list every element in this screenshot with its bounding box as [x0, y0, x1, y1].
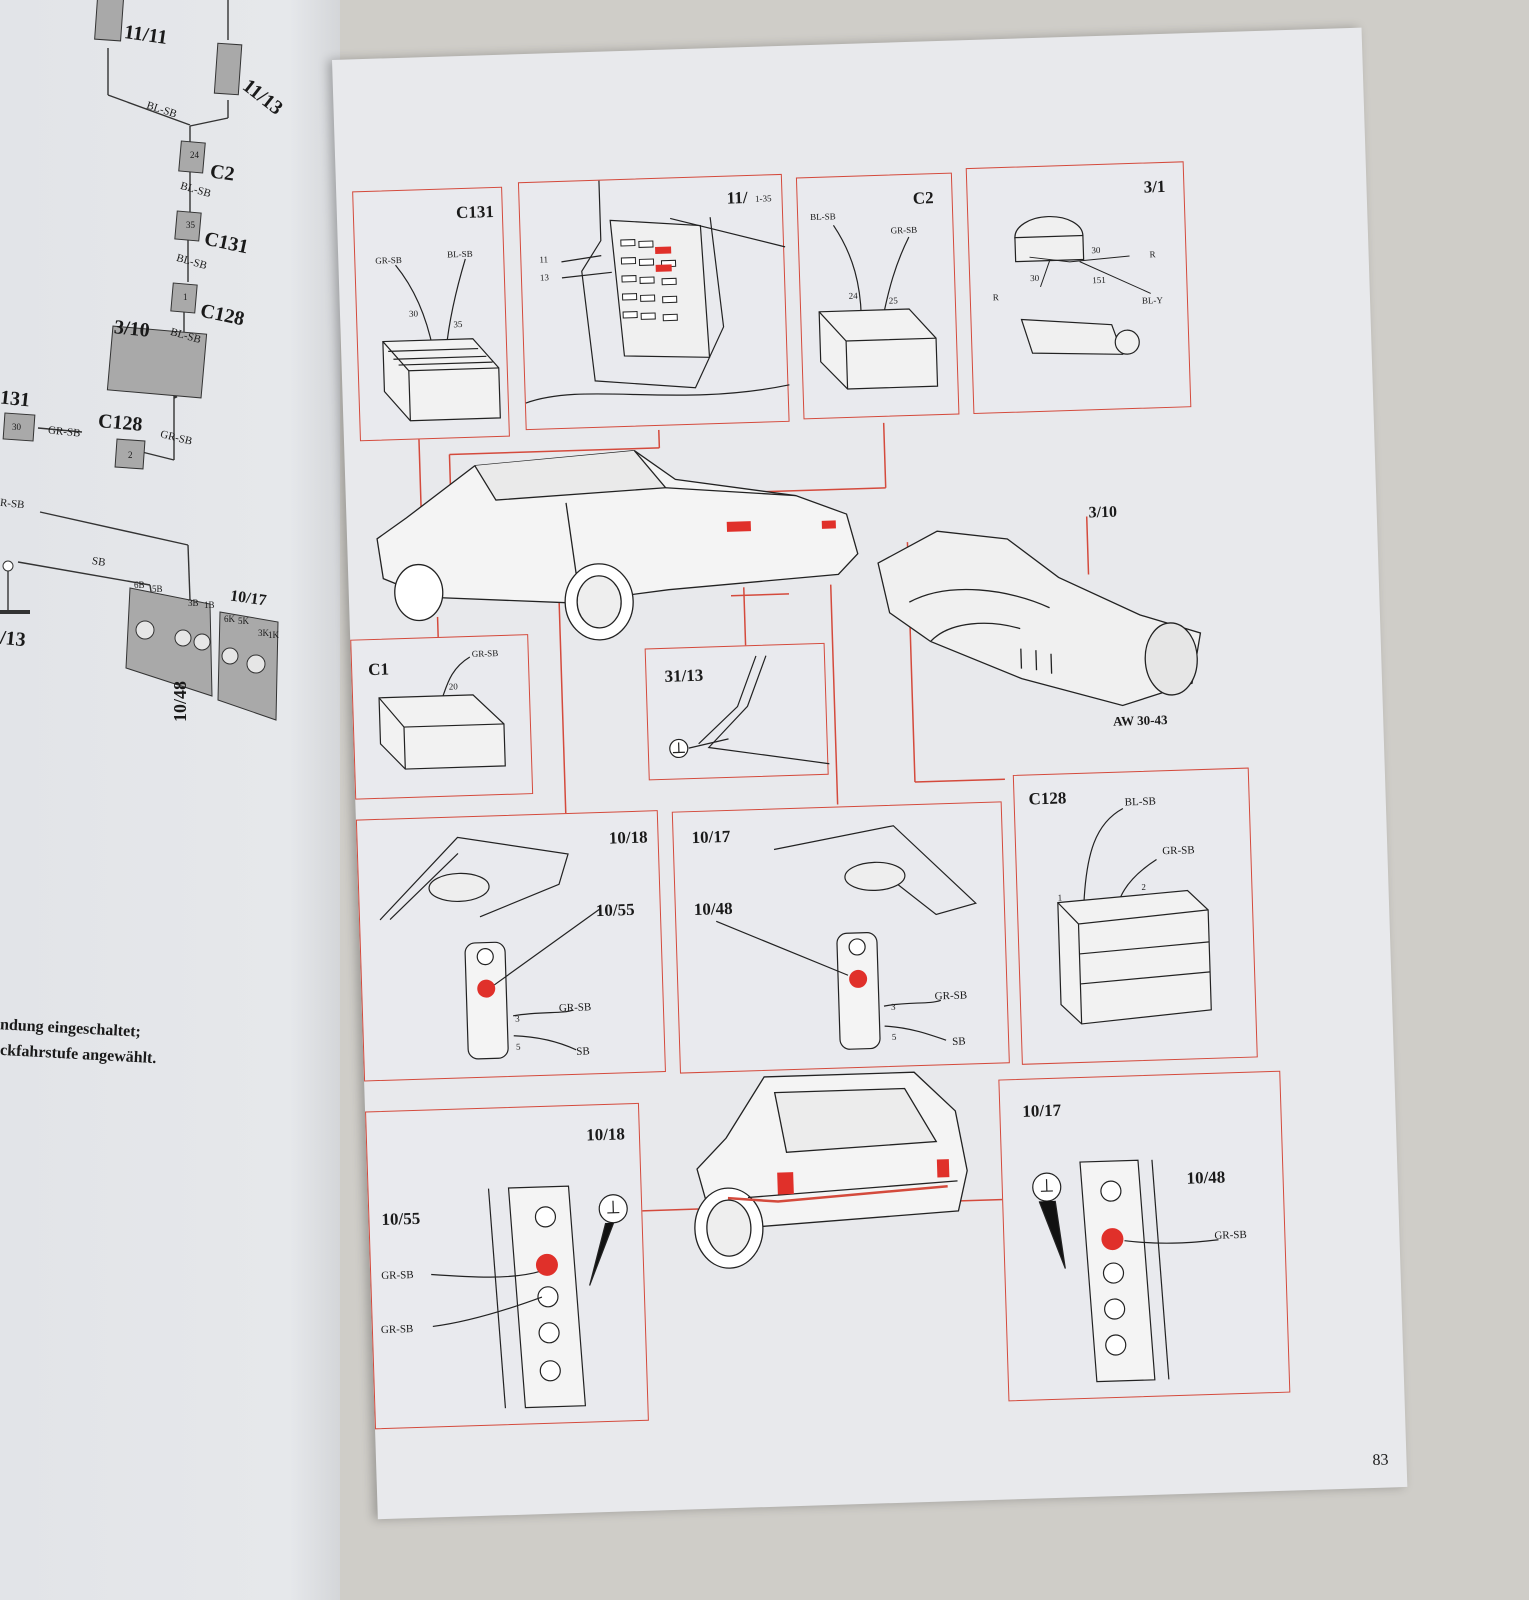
right-page: C131 GR-SB BL-SB 30 35 11/ 1-35 11 13 [332, 27, 1408, 1520]
connector-illustration [1057, 807, 1212, 1025]
panel-lamp-right-wagon: 10/18 10/55 GR-SB GR-SB [365, 1102, 649, 1430]
wagon-car-illustration [694, 1071, 968, 1269]
ignition-switch-illustration [1014, 215, 1151, 355]
pin-label: 1B [204, 600, 215, 610]
connector-illustration [378, 656, 506, 770]
pin-label: 5K [238, 616, 249, 626]
pin-label: 1 [183, 292, 188, 302]
fuse-box-illustration [525, 180, 790, 404]
gearbox-model: AW 30-43 [1112, 712, 1168, 729]
component-10-48: 10/48 [170, 680, 190, 722]
panel-switch: 3/1 R R BL-Y 30 30 151 [965, 161, 1192, 415]
panel-fuse-box: 11/ 1-35 11 13 [517, 173, 790, 431]
pin-label: 2 [128, 450, 133, 460]
connector-illustration [818, 224, 939, 390]
connector-131: 131 [0, 386, 32, 412]
lamp-holder-illustration [379, 836, 601, 1060]
page-number: 83 [1372, 1451, 1389, 1470]
panel-lamp-left-wagon: 10/17 10/48 GR-SB [998, 1070, 1291, 1402]
panel-c1: C1 GR-SB 20 [350, 634, 534, 800]
tail-lamp-illustration [431, 1185, 628, 1409]
panel-ground: 31/13 [644, 642, 830, 781]
pin-label: 6K [224, 614, 235, 624]
component-13: /13 [0, 626, 27, 652]
pin-label: 35 [186, 220, 195, 230]
pin-label: 1K [268, 630, 279, 640]
sedan-car-illustration [376, 450, 859, 641]
ground-point-illustration [669, 655, 830, 765]
connector-illustration [382, 258, 501, 422]
pin-label: 6B [134, 580, 145, 590]
gearbox-illustration [877, 530, 1202, 707]
pin-label: 24 [190, 150, 199, 160]
pin-label: 3B [188, 598, 199, 608]
lamp-holder-illustration [716, 825, 977, 1050]
pin-label: 5B [152, 584, 163, 594]
panel-lamp-right-sedan: 10/18 10/55 GR-SB SB 3 5 [355, 810, 666, 1082]
connector-c128-lower: C128 [97, 410, 144, 436]
body-text-line: ckfahrstufe angewählt. [0, 1041, 157, 1068]
panel-lamp-left-sedan: 10/17 10/48 GR-SB SB 3 5 [671, 801, 1010, 1074]
panel-c131: C131 GR-SB BL-SB 30 35 [352, 186, 510, 442]
wire-label: SB [91, 555, 107, 569]
component-3-10: 3/10 [112, 316, 151, 342]
pin-label: 30 [12, 422, 21, 432]
left-wiring-diagram [0, 0, 279, 721]
connector-c2: C2 [208, 160, 236, 186]
panel-c2: C2 BL-SB GR-SB 24 25 [795, 172, 960, 420]
pin-label: 3K [258, 628, 269, 638]
body-text-line: ndung eingeschaltet; [0, 1016, 142, 1041]
wire-label: R-SB [0, 496, 26, 512]
panel-c128: C128 BL-SB GR-SB 1 2 [1012, 767, 1258, 1065]
left-page: 11/11 11/13 C2 C131 C128 3/10 131 C128 1… [0, 0, 340, 1600]
tail-lamp-illustration [1032, 1159, 1219, 1383]
